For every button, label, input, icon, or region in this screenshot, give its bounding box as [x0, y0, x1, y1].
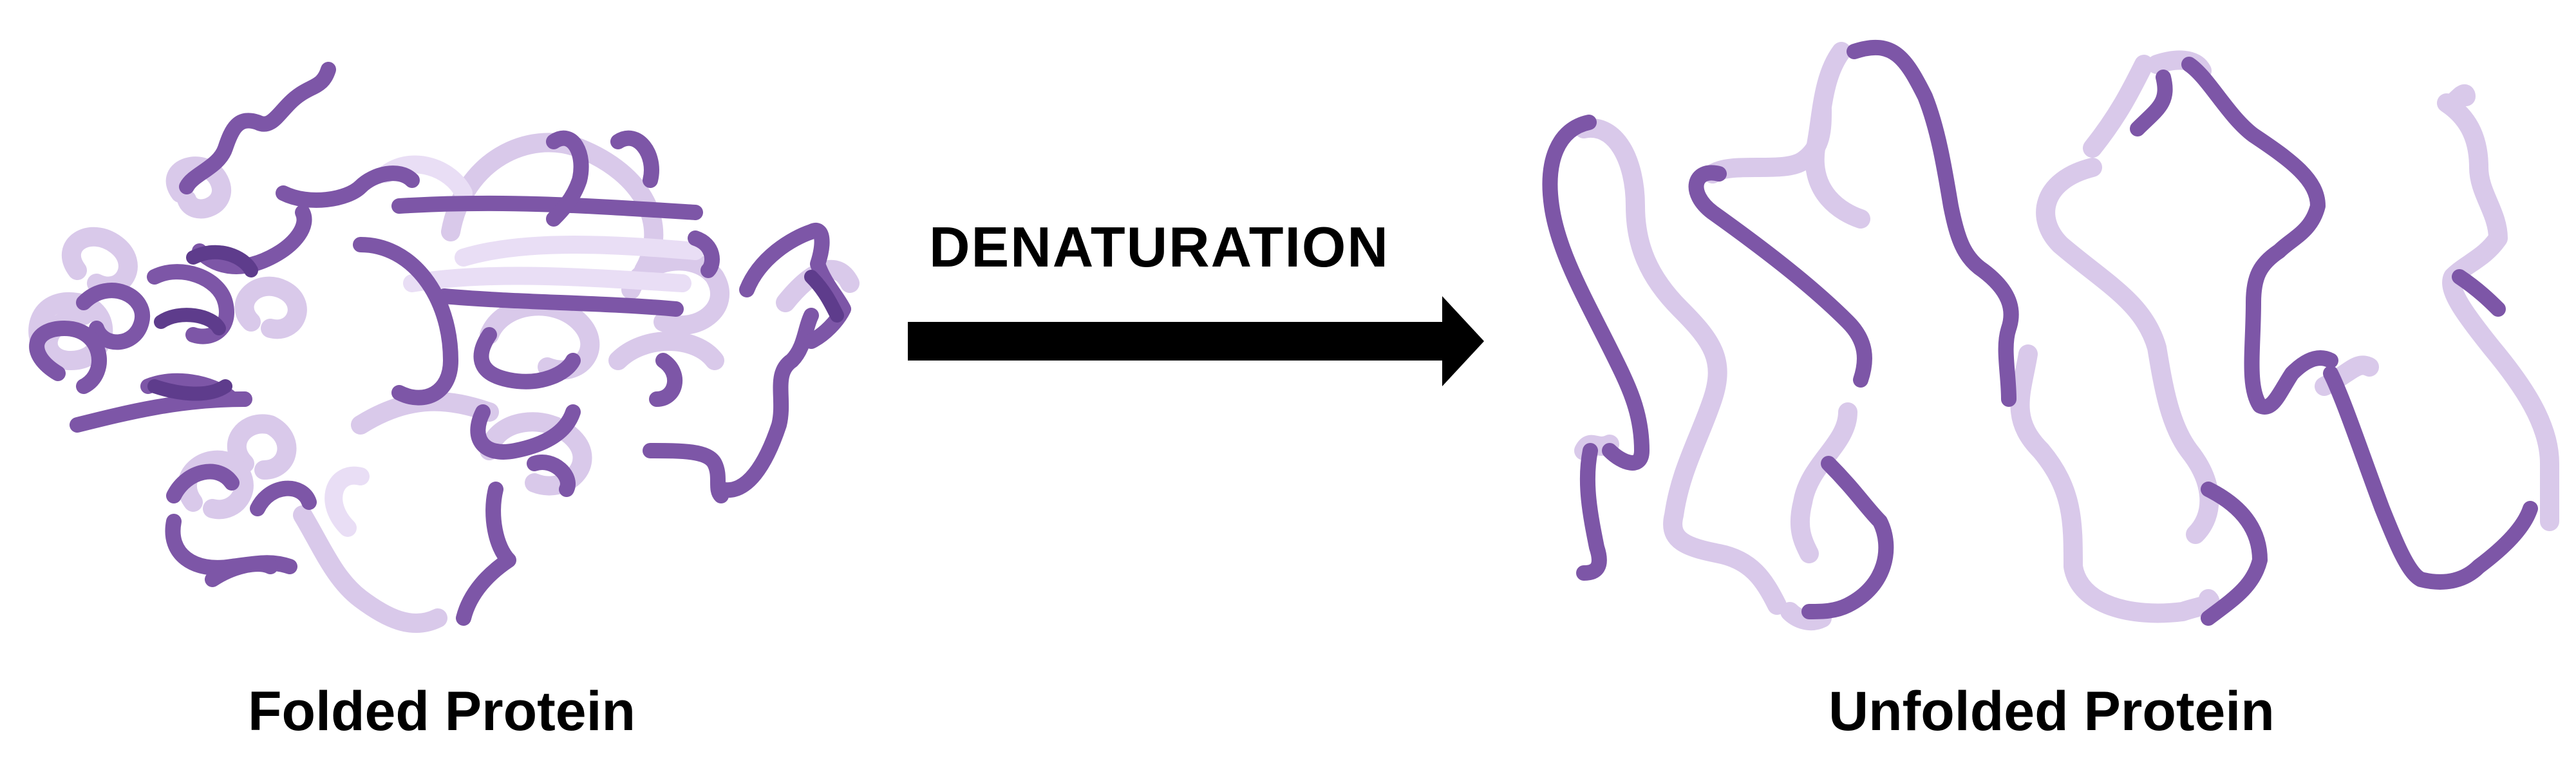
right-arrow-icon [908, 296, 1484, 386]
folded-protein-caption: Folded Protein [248, 680, 635, 742]
folded-protein-icon [28, 62, 860, 633]
unfolded-protein-icon [1542, 39, 2560, 631]
denaturation-label: DENATURATION [929, 215, 1389, 279]
unfolded-protein-caption: Unfolded Protein [1829, 680, 2275, 742]
